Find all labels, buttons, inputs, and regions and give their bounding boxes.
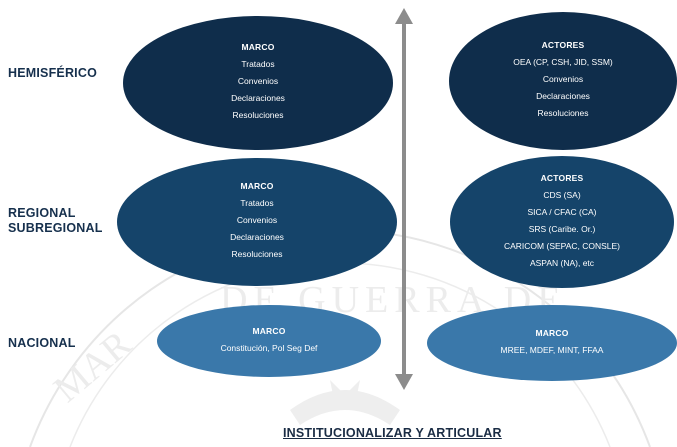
vertical-double-arrow bbox=[395, 8, 413, 390]
ellipse-header: MARCO bbox=[240, 181, 274, 191]
ellipse-item: Convenios bbox=[542, 74, 584, 84]
ellipse-header: ACTORES bbox=[541, 40, 585, 50]
ellipse-item: CDS (SA) bbox=[543, 189, 581, 200]
ellipse-item: Tratados bbox=[241, 59, 275, 69]
ellipse-header: MARCO bbox=[252, 325, 286, 336]
ellipse-item: MREE, MDEF, MINT, FFAA bbox=[500, 344, 604, 355]
ellipse-item: SICA / CFAC (CA) bbox=[527, 206, 597, 217]
ellipse-item: SRS (Caribe. Or.) bbox=[528, 223, 596, 234]
eagle-emblem bbox=[290, 380, 400, 425]
regional-actores-ellipse: ACTORES CDS (SA) SICA / CFAC (CA) SRS (C… bbox=[450, 156, 674, 288]
arrow-head-down bbox=[395, 374, 413, 390]
ellipse-item: ASPAN (NA), etc bbox=[529, 257, 595, 268]
regional-marco-ellipse: MARCO Tratados Convenios Declaraciones R… bbox=[117, 158, 397, 286]
ellipse-item: Resoluciones bbox=[537, 108, 589, 118]
ellipse-item: Resoluciones bbox=[232, 110, 284, 120]
level-label-hemispheric: HEMISFÉRICO bbox=[8, 66, 98, 80]
ellipse-header: MARCO bbox=[535, 327, 569, 338]
hemispheric-actores-ellipse: ACTORES OEA (CP, CSH, JID, SSM) Convenio… bbox=[449, 12, 677, 150]
ellipse-header: MARCO bbox=[241, 42, 275, 52]
ellipse-item: Convenios bbox=[236, 215, 278, 225]
ellipse-header: ACTORES bbox=[540, 172, 584, 183]
national-marco-ellipse: MARCO Constitución, Pol Seg Def bbox=[157, 305, 381, 377]
level-label-regional: REGIONAL SUBREGIONAL bbox=[8, 206, 103, 235]
ellipse-item: Declaraciones bbox=[231, 93, 285, 103]
hemispheric-marco-ellipse: MARCO Tratados Convenios Declaraciones R… bbox=[123, 16, 393, 150]
ellipse-item: Declaraciones bbox=[536, 91, 590, 101]
ellipse-item: Convenios bbox=[237, 76, 279, 86]
arrow-shaft bbox=[402, 20, 406, 378]
national-actores-ellipse: MARCO MREE, MDEF, MINT, FFAA bbox=[427, 305, 677, 381]
arrow-head-up bbox=[395, 8, 413, 24]
ellipse-item: Declaraciones bbox=[230, 232, 284, 242]
ellipse-item: Constitución, Pol Seg Def bbox=[220, 342, 318, 353]
ellipse-item: CARICOM (SEPAC, CONSLE) bbox=[503, 240, 621, 251]
ellipse-item: Tratados bbox=[240, 198, 274, 208]
footer-title: INSTITUCIONALIZAR Y ARTICULAR bbox=[283, 426, 502, 440]
level-label-national: NACIONAL bbox=[8, 336, 76, 350]
ellipse-item: Resoluciones bbox=[231, 249, 283, 259]
ellipse-item: OEA (CP, CSH, JID, SSM) bbox=[513, 57, 613, 67]
